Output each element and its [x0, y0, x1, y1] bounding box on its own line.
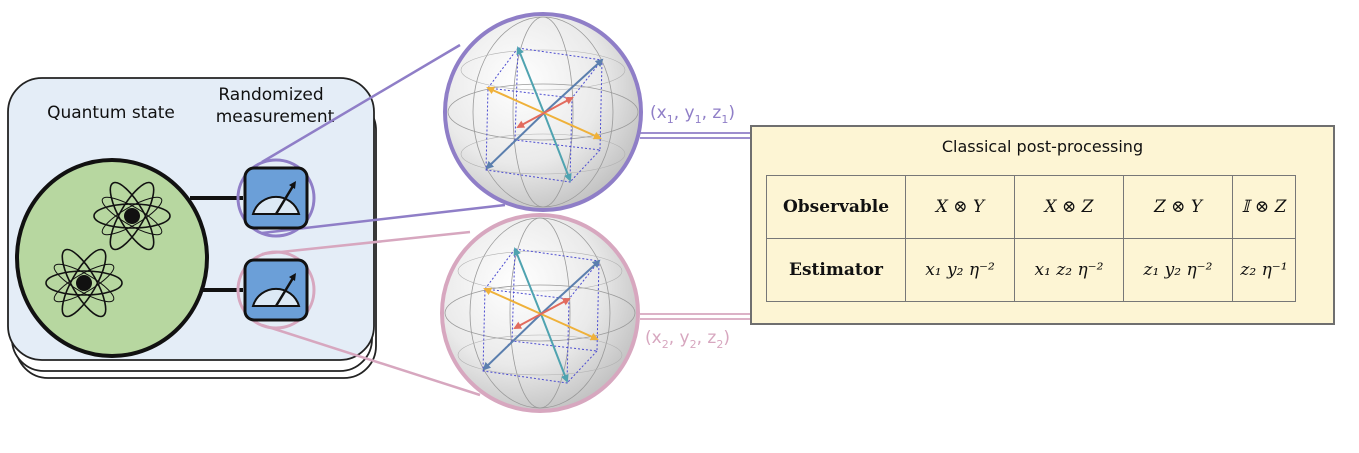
observable-cell: Z ⊗ Y	[1123, 175, 1233, 239]
post-processing-panel: Classical post-processing Observable X ⊗…	[750, 125, 1335, 325]
gauge-icon	[243, 166, 309, 230]
outcome-label-first: (x1, y1, z1)	[650, 103, 735, 126]
row-header-estimator: Estimator	[766, 238, 906, 302]
table-row: Observable X ⊗ Y X ⊗ Z Z ⊗ Y 𝕀 ⊗ Z	[766, 175, 1296, 239]
bloch-sphere-top	[443, 12, 643, 212]
measurement-label-line1: Randomized	[218, 85, 323, 105]
panel-title: Classical post-processing	[941, 137, 1144, 156]
cube-outline	[485, 47, 603, 183]
estimator-table: Observable X ⊗ Y X ⊗ Z Z ⊗ Y 𝕀 ⊗ Z Estim…	[766, 175, 1296, 302]
bloch-sphere-bottom	[440, 213, 640, 413]
zoom-line-bottom-upper	[261, 230, 471, 256]
observable-cell: X ⊗ Y	[905, 175, 1015, 239]
measurement-label-line2: measurement	[216, 107, 335, 127]
quantum-state-blob	[15, 158, 209, 358]
estimator-cell: x₁ y₂ η⁻²	[905, 238, 1015, 302]
estimator-cell: z₂ η⁻¹	[1232, 238, 1296, 302]
quantum-state-label: Quantum state	[47, 103, 175, 123]
atom-icon	[93, 181, 171, 251]
zoom-line-top-upper	[261, 43, 461, 164]
outcome-label-second: (x2, y2, z2)	[645, 328, 730, 351]
observable-cell: 𝕀 ⊗ Z	[1232, 175, 1296, 239]
estimator-cell: x₁ z₂ η⁻²	[1014, 238, 1124, 302]
cube-outline	[482, 248, 600, 384]
estimator-cell: z₁ y₂ η⁻²	[1123, 238, 1233, 302]
observable-cell: X ⊗ Z	[1014, 175, 1124, 239]
row-header-observable: Observable	[766, 175, 906, 239]
meter-highlight-ring	[236, 250, 316, 330]
zoom-line-bottom-lower	[261, 323, 481, 397]
table-row: Estimator x₁ y₂ η⁻² x₁ z₂ η⁻² z₁ y₂ η⁻² …	[766, 238, 1296, 302]
meter-highlight-ring	[236, 158, 316, 238]
gauge-icon	[243, 258, 309, 322]
